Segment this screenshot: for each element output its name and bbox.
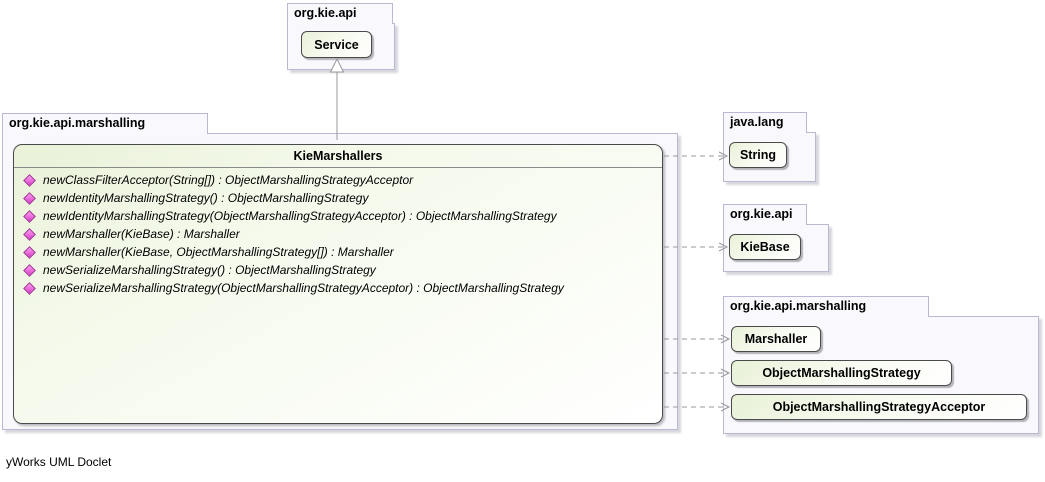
class-marshaller[interactable]: Marshaller [731, 326, 821, 352]
class-string[interactable]: String [729, 142, 787, 168]
class-objectmarshallingstrategyacceptor[interactable]: ObjectMarshallingStrategyAcceptor [731, 394, 1027, 420]
method-signature: newSerializeMarshallingStrategy() : Obje… [43, 263, 376, 277]
method-signature: newSerializeMarshallingStrategy(ObjectMa… [43, 281, 564, 295]
method-icon [23, 227, 36, 241]
method-signature: newIdentityMarshallingStrategy(ObjectMar… [43, 209, 557, 223]
method-newidentitymarshallingstrategy[interactable]: newIdentityMarshallingStrategy() : Objec… [22, 189, 656, 207]
package-tab-org-kie-api-marshalling-right: org.kie.api.marshalling [723, 296, 929, 317]
method-list: newClassFilterAcceptor(String[]) : Objec… [14, 168, 662, 297]
method-icon [23, 263, 36, 277]
method-newserializemarshallingstrategy[interactable]: newSerializeMarshallingStrategy() : Obje… [22, 261, 656, 279]
method-icon [23, 281, 36, 295]
package-tab-org-kie-api-top: org.kie.api [287, 3, 393, 24]
method-signature: newMarshaller(KieBase) : Marshaller [43, 227, 240, 241]
method-newmarshaller-kiebase[interactable]: newMarshaller(KieBase) : Marshaller [22, 225, 656, 243]
class-objectmarshallingstrategy[interactable]: ObjectMarshallingStrategy [731, 360, 952, 386]
method-icon [23, 209, 36, 223]
method-icon [23, 245, 36, 259]
class-kiebase[interactable]: KieBase [729, 234, 801, 260]
method-newserializemarshallingstrategy-acceptor[interactable]: newSerializeMarshallingStrategy(ObjectMa… [22, 279, 656, 297]
package-tab-org-kie-api-marshalling-main: org.kie.api.marshalling [2, 113, 208, 134]
doclet-footer-label: yWorks UML Doclet [6, 455, 112, 469]
method-icon [23, 191, 36, 205]
class-service[interactable]: Service [301, 31, 372, 58]
method-signature: newIdentityMarshallingStrategy() : Objec… [43, 191, 369, 205]
method-newidentitymarshallingstrategy-acceptor[interactable]: newIdentityMarshallingStrategy(ObjectMar… [22, 207, 656, 225]
method-newmarshaller-kiebase-strategies[interactable]: newMarshaller(KieBase, ObjectMarshalling… [22, 243, 656, 261]
method-icon [23, 173, 36, 187]
method-newclassfilteracceptor[interactable]: newClassFilterAcceptor(String[]) : Objec… [22, 171, 656, 189]
method-signature: newMarshaller(KieBase, ObjectMarshalling… [43, 245, 394, 259]
package-tab-org-kie-api-right: org.kie.api [723, 204, 807, 225]
class-kiemarshallers[interactable]: KieMarshallers newClassFilterAcceptor(St… [13, 144, 663, 424]
class-kiemarshallers-title[interactable]: KieMarshallers [14, 145, 662, 168]
method-signature: newClassFilterAcceptor(String[]) : Objec… [43, 173, 414, 187]
generalization-edge-service [329, 57, 345, 140]
package-tab-java-lang: java.lang [723, 112, 807, 133]
